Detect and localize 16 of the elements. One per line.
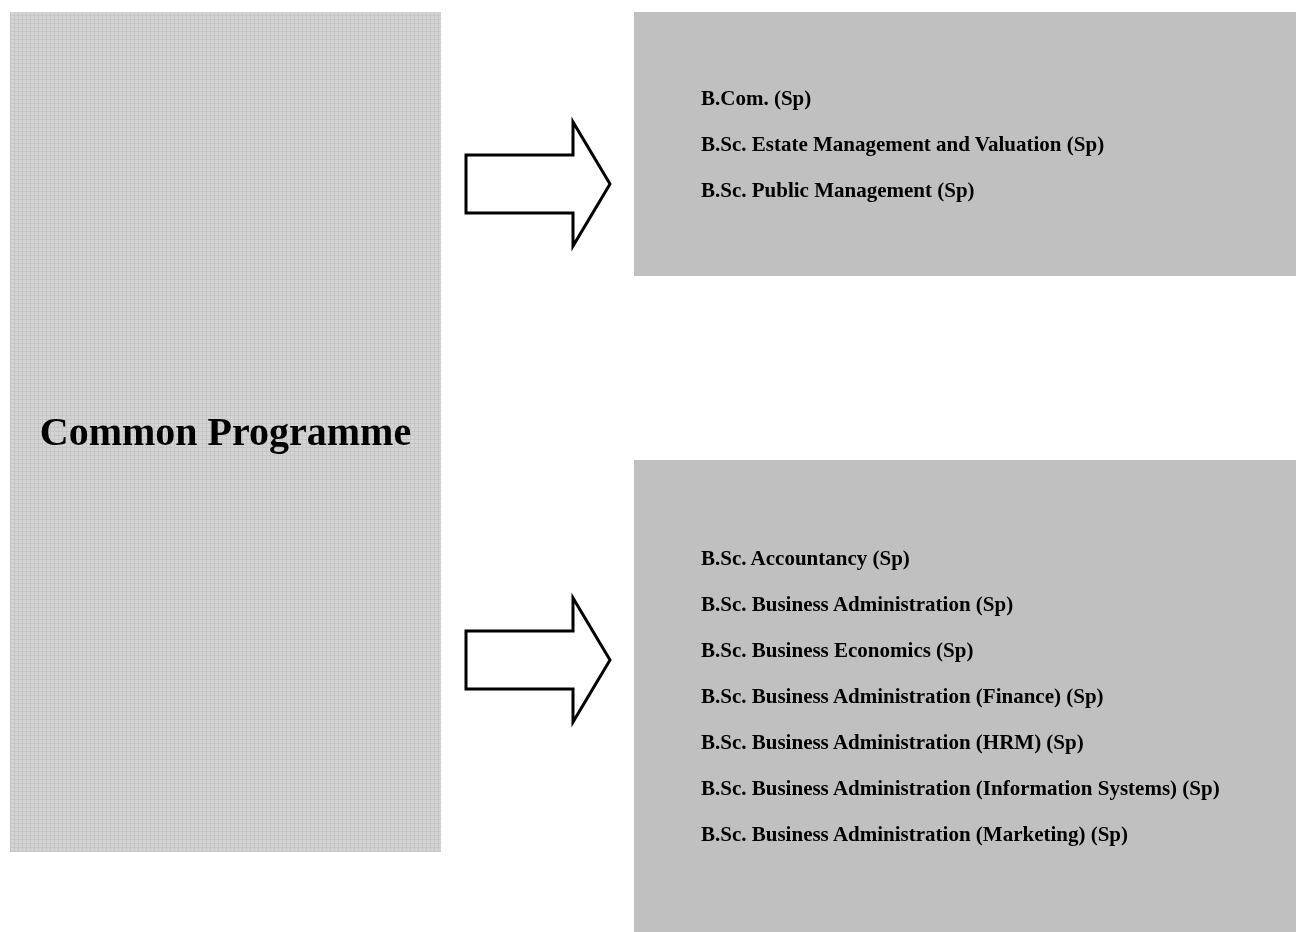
programme-item: B.Sc. Business Administration (Marketing) (Sp): [701, 821, 1130, 848]
programme-item: B.Sc. Business Administration (Finance) (Sp): [701, 683, 1105, 710]
programme-item: B.Sc. Accountancy (Sp): [701, 545, 911, 572]
programme-list-panel: [634, 460, 1296, 932]
programme-panel: [10, 12, 441, 852]
programme-item: B.Sc. Business Administration (Information Systems) (Sp): [701, 775, 1221, 802]
programme-list-panel: [634, 12, 1296, 276]
panel-heading: Common Programme: [39, 408, 412, 456]
programme-item: B.Sc. Business Administration (Sp): [701, 591, 1015, 618]
programme-item: B.Sc. Public Management (Sp): [701, 177, 976, 204]
programme-item: B.Com. (Sp): [701, 85, 813, 112]
programme-item: B.Sc. Estate Management and Valuation (Sp): [701, 131, 1106, 158]
programme-item: B.Sc. Business Economics (Sp): [701, 637, 975, 664]
programme-item: B.Sc. Business Administration (HRM) (Sp): [701, 729, 1085, 756]
block-arrow: [464, 116, 612, 252]
block-arrow: [464, 592, 612, 728]
